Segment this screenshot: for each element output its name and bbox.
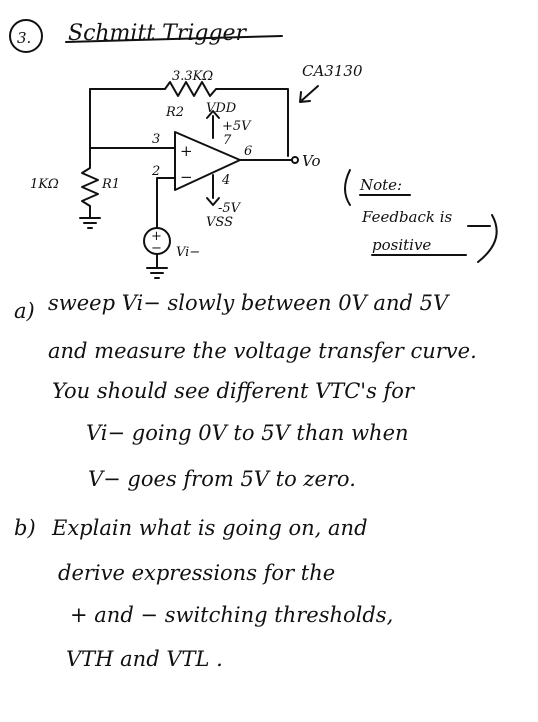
r1-name: R1 <box>101 177 120 192</box>
vo-label: Vo <box>302 152 321 170</box>
vss-value: -5V <box>218 201 242 216</box>
pin-4: 4 <box>221 173 230 188</box>
vss-label: VSS <box>206 215 233 230</box>
vdd-value: +5V <box>222 119 252 134</box>
plus-input-sign: + <box>180 142 193 160</box>
note-line-3: positive <box>372 236 431 254</box>
r2-value: 3.3KΩ <box>172 69 213 84</box>
pin-6: 6 <box>244 144 252 159</box>
pin-7: 7 <box>223 133 232 148</box>
r1-value: 1KΩ <box>30 177 59 192</box>
part-b-line-3: + and − switching thresholds, <box>70 603 393 627</box>
pin-2: 2 <box>151 164 160 179</box>
part-b-line-1: Explain what is going on, and <box>51 516 368 540</box>
page-title: Schmitt Trigger <box>68 21 248 46</box>
problem-number: 3. <box>17 29 31 47</box>
inverting-input-wire <box>156 177 176 229</box>
vdd-arrow <box>206 110 220 119</box>
part-b-line-4: VTH and VTL . <box>66 647 223 671</box>
note-line-2: Feedback is <box>361 208 453 226</box>
part-a-label: a) <box>14 299 35 323</box>
chip-label: CA3130 <box>302 62 363 80</box>
part-a-line-4: Vi− going 0V to 5V than when <box>86 421 409 445</box>
chip-pointer-arrow <box>299 85 319 103</box>
part-b-label: b) <box>14 516 36 540</box>
r1-ground-symbol <box>79 217 101 229</box>
title-underline <box>65 35 283 43</box>
source-plus-sign: + <box>151 229 162 244</box>
note-title: Note: <box>359 176 402 194</box>
part-a-line-2: and measure the voltage transfer curve. <box>48 339 477 363</box>
minus-input-sign: − <box>180 168 193 186</box>
output-terminal <box>291 156 299 164</box>
problem-number-circle <box>9 19 43 53</box>
part-b-line-2: derive expressions for the <box>58 561 335 585</box>
noninverting-input-wire <box>89 88 176 149</box>
r2-name: R2 <box>165 105 184 120</box>
vin-label: Vi− <box>176 245 200 260</box>
note-open-paren <box>344 169 351 206</box>
vss-arrow <box>206 197 220 206</box>
part-a-line-3: You should see different VTC's for <box>52 379 416 403</box>
op-amp-triangle <box>174 131 241 191</box>
source-minus-sign: − <box>151 241 162 256</box>
pin-3: 3 <box>152 132 160 147</box>
feedback-resistor-r2 <box>89 81 289 157</box>
note-close-paren <box>477 214 498 263</box>
part-a-line-1: sweep Vi− slowly between 0V and 5V <box>48 291 450 315</box>
resistor-r1 <box>81 147 99 219</box>
part-a-line-5: V− goes from 5V to zero. <box>88 467 356 491</box>
source-ground-symbol <box>146 253 168 279</box>
